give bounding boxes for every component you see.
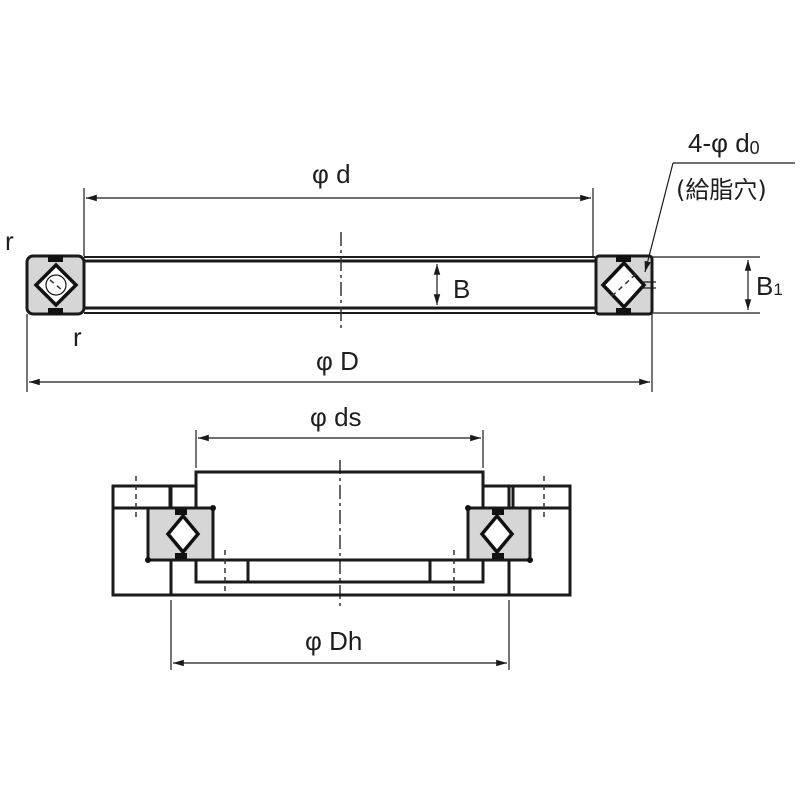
label-lube-hole-note: (給脂穴) — [676, 176, 767, 204]
dimension-inner-diameter — [83, 188, 594, 256]
label-fillet-bottom: r — [73, 322, 82, 352]
label-inner-diameter: φ d — [312, 159, 351, 189]
label-shaft-diameter: φ ds — [310, 402, 362, 432]
mounting-view: φ ds — [111, 402, 572, 670]
label-fillet-top: r — [5, 226, 14, 256]
dimension-shaft-diameter — [195, 430, 484, 468]
ring-body — [84, 256, 760, 314]
dimension-outer-diameter — [26, 314, 653, 392]
label-width-inner: B — [453, 274, 470, 304]
clamp-plate — [148, 558, 530, 584]
label-housing-diameter: φ Dh — [305, 626, 362, 656]
left-bearing-section — [25, 254, 86, 316]
dimension-housing-diameter — [170, 600, 510, 670]
mount-right-bearing-section — [465, 505, 533, 563]
label-outer-diameter: φ D — [316, 346, 359, 376]
lube-hole-leader — [644, 162, 795, 273]
label-width-outer: B1 — [756, 271, 783, 301]
label-lube-hole-qty: 4-φ d0 — [688, 128, 760, 158]
mount-left-bearing-section — [145, 505, 216, 563]
right-bearing-section — [594, 254, 656, 316]
shaft-part — [194, 470, 485, 508]
top-view: φ d B — [5, 128, 795, 392]
